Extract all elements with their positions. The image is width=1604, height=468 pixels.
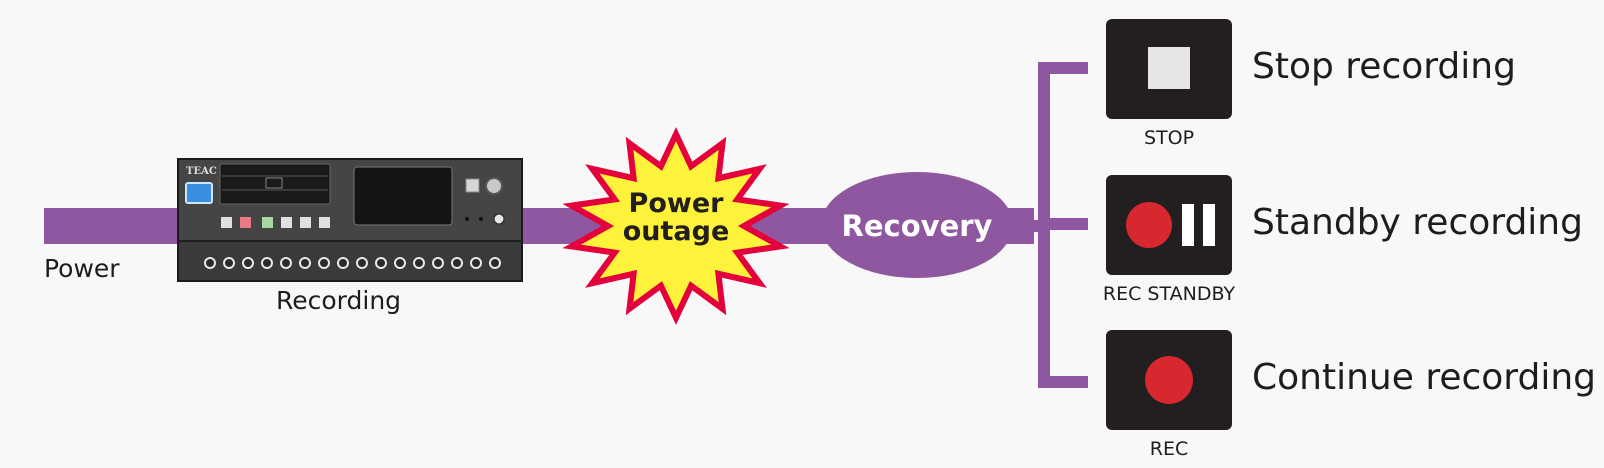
rear-jack: [242, 257, 254, 269]
media-slot: [219, 163, 331, 205]
stop-button-label: STOP: [1143, 127, 1195, 149]
rear-jack: [489, 257, 501, 269]
branch-middle: [1038, 218, 1088, 230]
record-pause-icon: [1126, 202, 1215, 248]
option-standby-description: Standby recording: [1252, 202, 1583, 243]
rear-jack: [432, 257, 444, 269]
rear-jack: [261, 257, 273, 269]
rear-jack: [394, 257, 406, 269]
recovery-node: [821, 172, 1013, 278]
jog-dial: [485, 177, 503, 195]
outage-line1: Power: [629, 188, 725, 219]
device-screen: [353, 166, 453, 226]
rear-jack: [470, 257, 482, 269]
rear-jack: [299, 257, 311, 269]
record-dot-icon: [1145, 356, 1193, 404]
power-outage-burst-icon: [562, 127, 790, 325]
rear-jack: [413, 257, 425, 269]
power-button: [185, 182, 213, 204]
rear-jack: [451, 257, 463, 269]
rear-jack: [223, 257, 235, 269]
rec-button-label: REC: [1149, 438, 1189, 460]
option-stop-description: Stop recording: [1252, 46, 1516, 87]
stop-square-icon: [1148, 47, 1190, 89]
brand-logo: TEAC: [186, 166, 217, 177]
option-continue-description: Continue recording: [1252, 357, 1596, 398]
rear-jack: [318, 257, 330, 269]
branch-top: [1038, 62, 1088, 74]
recording-caption: Recording: [276, 286, 402, 315]
rear-jack: [375, 257, 387, 269]
rear-jack: [356, 257, 368, 269]
rec-standby-button-label: REC STANDBY: [1102, 283, 1236, 305]
recorder-device: TEAC: [177, 158, 523, 282]
outage-line2: outage: [623, 216, 730, 247]
recovery-label: Recovery: [842, 209, 993, 243]
rear-jack: [337, 257, 349, 269]
rear-jack: [280, 257, 292, 269]
power-label: Power: [44, 254, 120, 283]
branch-bottom: [1038, 376, 1088, 388]
rear-jack: [204, 257, 216, 269]
